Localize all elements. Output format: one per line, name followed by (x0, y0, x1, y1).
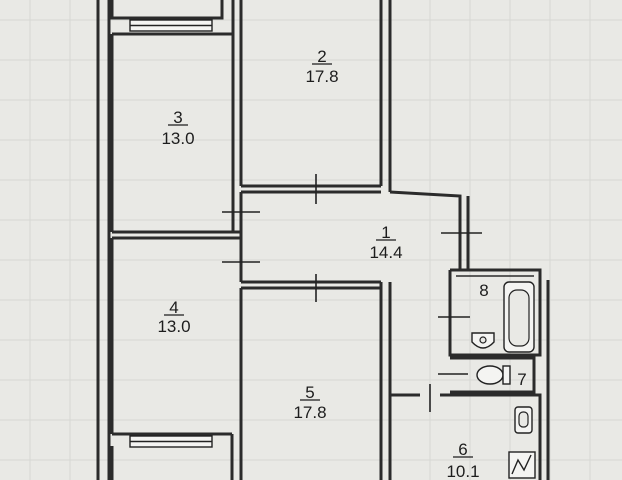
room-5-walls (239, 280, 392, 480)
room-7-walls (450, 356, 536, 394)
toilet-icon (476, 365, 511, 385)
label-room-7: 7 (517, 370, 526, 389)
room-1-area: 14.4 (369, 243, 402, 262)
room-5-area: 17.8 (293, 403, 326, 422)
room-3-number: 3 (173, 108, 182, 127)
room-2-area: 17.8 (305, 67, 338, 86)
room-3-walls (110, 32, 240, 234)
label-room-3: 3 13.0 (161, 108, 194, 148)
doors (222, 174, 482, 412)
top-alcove (110, 0, 235, 34)
label-room-6: 6 10.1 (446, 440, 479, 480)
room-1-walls (239, 190, 470, 282)
room-7-number: 7 (517, 370, 526, 389)
room-6-number: 6 (458, 440, 467, 459)
bathtub-icon (503, 281, 535, 353)
sink-icon (514, 406, 533, 434)
stove-icon (508, 451, 536, 479)
room-2-walls (239, 0, 392, 192)
room-8-number: 8 (479, 281, 488, 300)
label-room-4: 4 13.0 (157, 298, 190, 336)
label-room-5: 5 17.8 (293, 383, 326, 422)
label-room-1: 1 14.4 (369, 223, 402, 262)
room-2-number: 2 (317, 47, 326, 66)
room-6-walls (390, 280, 550, 480)
label-room-2: 2 17.8 (305, 47, 338, 86)
washbasin-icon (471, 332, 495, 349)
outer-left-wall (96, 0, 111, 480)
room-4-area: 13.0 (157, 317, 190, 336)
room-4-walls (110, 236, 240, 436)
room-8-walls (448, 268, 542, 357)
label-room-8: 8 (479, 281, 488, 300)
room-6-area: 10.1 (446, 462, 479, 480)
room-3-area: 13.0 (161, 129, 194, 148)
room-5-number: 5 (305, 383, 314, 402)
room-1-number: 1 (381, 223, 390, 242)
room-4-number: 4 (169, 298, 178, 317)
